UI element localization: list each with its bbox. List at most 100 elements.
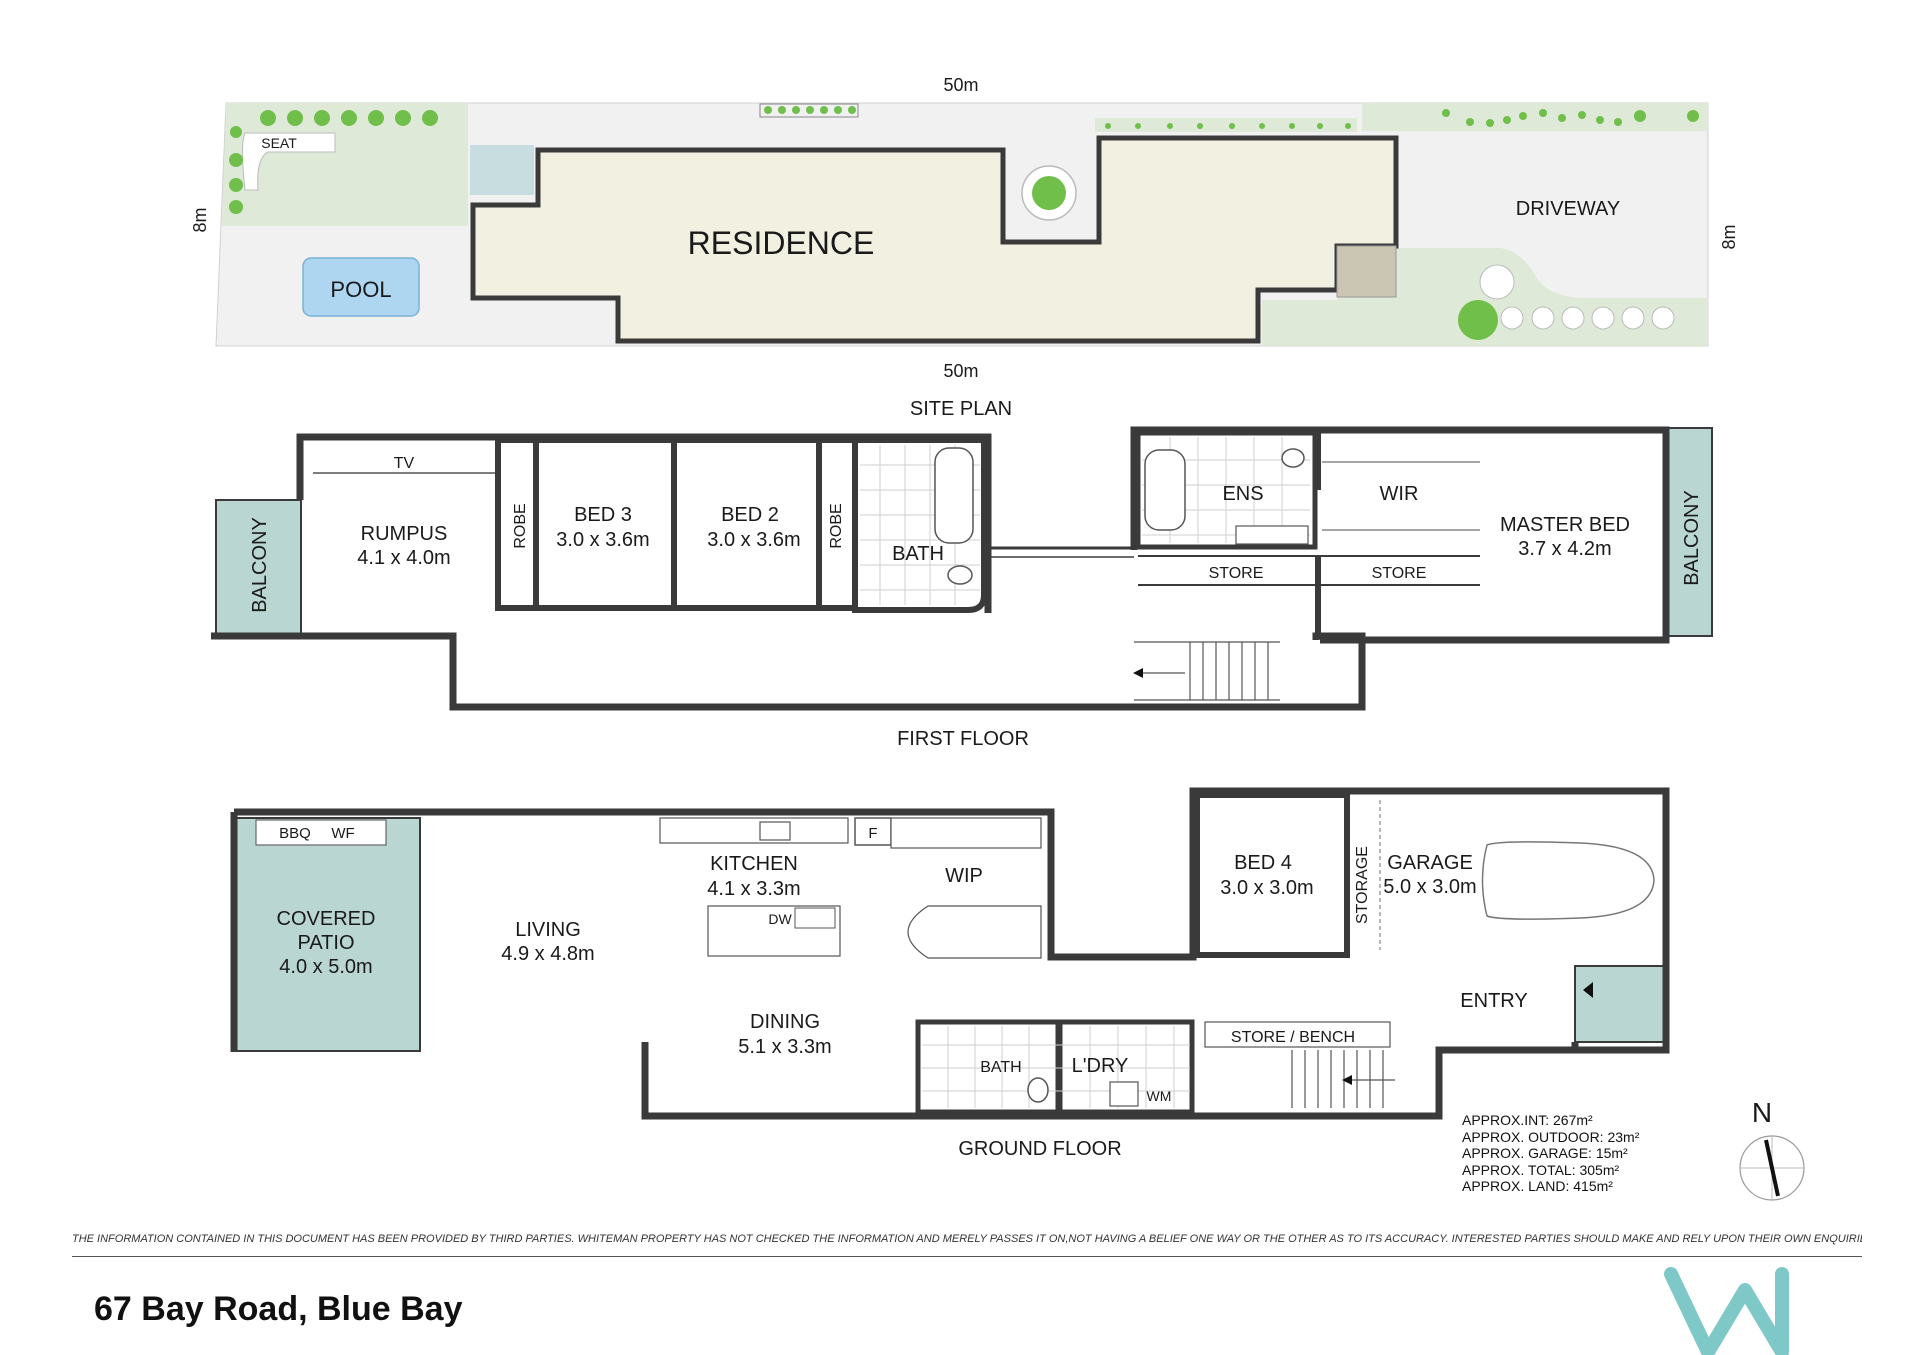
area-summary: APPROX.INT: 267m² APPROX. OUTDOOR: 23m² … <box>1462 1112 1639 1195</box>
gf-patio-dim: 4.0 x 5.0m <box>279 956 372 978</box>
gf-dining-dim: 5.1 x 3.3m <box>738 1036 831 1058</box>
ff-outer-wall-right <box>1130 426 1670 644</box>
ff-ens-vanity <box>1235 525 1309 545</box>
gf-patio-label-1: COVERED <box>277 908 376 930</box>
gf-wm-label: WM <box>1147 1088 1172 1104</box>
gf-patio-label-2: PATIO <box>297 932 354 954</box>
gf-fridge-label: F <box>868 825 877 842</box>
gf-room-bed4 <box>1194 792 1350 958</box>
seat <box>242 132 336 191</box>
pool-label: POOL <box>330 277 391 302</box>
ff-ens-bath <box>1144 449 1186 531</box>
driveway-garden-top <box>1362 103 1708 131</box>
gf-covered-patio <box>233 817 421 1052</box>
gf-room-laundry <box>1057 1019 1195 1115</box>
ff-balcony-left-label: BALCONY <box>249 517 271 613</box>
gf-wet-tiles <box>922 1026 1190 1108</box>
ff-ens-toilet <box>1281 448 1305 468</box>
gf-dining-label: DINING <box>750 1011 820 1033</box>
property-address: 67 Bay Road, Blue Bay <box>94 1290 463 1328</box>
gf-entry-label: ENTRY <box>1460 990 1527 1012</box>
gf-entry-arrow <box>1583 982 1593 998</box>
gf-washing-machine <box>1109 1081 1139 1107</box>
ff-bed3-label: BED 3 <box>574 504 632 526</box>
gf-kitchen-label: KITCHEN <box>710 853 798 875</box>
gf-bath-label: BATH <box>980 1059 1021 1076</box>
ff-rumpus-label: RUMPUS <box>361 523 448 545</box>
ff-tv-label: TV <box>394 455 415 472</box>
first-floor: TV RUMPUS 4.1 x 4.0m ROBE BED 3 3.0 x 3.… <box>211 426 1713 750</box>
ff-stairs <box>1134 641 1280 701</box>
shrub-planter <box>759 103 859 118</box>
ff-bathtub <box>934 447 974 544</box>
gf-island-sink <box>794 907 836 929</box>
area-outdoor: APPROX. OUTDOOR: 23m² <box>1462 1128 1640 1145</box>
ff-toilet <box>947 565 973 585</box>
gf-kitchen-bench <box>659 817 849 844</box>
w-logo <box>1664 1267 1789 1355</box>
gf-outer-wall-bottom <box>641 1042 1575 1120</box>
ff-master-dim: 3.7 x 4.2m <box>1518 538 1611 560</box>
gf-store-bench <box>1204 1021 1391 1048</box>
disclaimer: THE INFORMATION CONTAINED IN THIS DOCUME… <box>72 1233 1862 1245</box>
compass-north-label: N <box>1752 1097 1772 1128</box>
garage-pad <box>1336 245 1397 298</box>
gf-cooktop <box>759 821 791 841</box>
ff-stairs-arrow <box>1133 668 1143 678</box>
gf-outer-wall-top <box>234 787 1670 1054</box>
gf-store-bench-label: STORE / BENCH <box>1231 1029 1355 1046</box>
dim-right: 8m <box>1719 224 1739 249</box>
footer-rule <box>72 1256 1862 1257</box>
ff-room-bath <box>852 437 987 613</box>
gf-entry-porch <box>1574 965 1665 1043</box>
ff-bed2-dim: 3.0 x 3.6m <box>707 529 800 551</box>
gf-title: GROUND FLOOR <box>958 1138 1121 1160</box>
front-tree <box>1458 300 1498 340</box>
gf-kitchen-dim: 4.1 x 3.3m <box>707 878 800 900</box>
ff-master-label: MASTER BED <box>1500 514 1630 536</box>
ff-bath-label: BATH <box>892 543 944 565</box>
dim-left: 8m <box>190 207 210 232</box>
site-plan-title: SITE PLAN <box>910 398 1012 420</box>
area-total: APPROX. TOTAL: 305m² <box>1462 1161 1620 1178</box>
ff-store-2-label: STORE <box>1372 565 1427 582</box>
gf-wip-label: WIP <box>945 865 983 887</box>
dim-bottom: 50m <box>943 361 978 381</box>
gf-stairs-arrow <box>1342 1075 1352 1085</box>
ff-ens-label: ENS <box>1222 483 1263 505</box>
ff-outer-wall-bottom <box>211 632 1366 711</box>
compass: N <box>1739 1097 1805 1201</box>
dim-top: 50m <box>943 75 978 95</box>
ground-floor: BBQ WF COVERED PATIO 4.0 x 5.0m LIVING 4… <box>230 787 1670 1160</box>
gf-storage-label: STORAGE <box>1354 846 1371 924</box>
seat-label: SEAT <box>261 135 297 151</box>
courtyard-tree-canopy <box>1032 176 1066 210</box>
residence-label: RESIDENCE <box>688 225 875 261</box>
ff-robe-1-label: ROBE <box>512 503 529 548</box>
gf-garage-dim: 5.0 x 3.0m <box>1383 876 1476 898</box>
gf-toilet <box>1027 1077 1049 1103</box>
driveway-label: DRIVEWAY <box>1516 198 1620 220</box>
area-int: APPROX.INT: 267m² <box>1462 1112 1593 1128</box>
compass-needle <box>1764 1139 1780 1197</box>
site-plan: SEAT POOL RESIDENCE DRIVEWAY 50m 5 <box>190 75 1739 420</box>
gf-stairs <box>1291 1050 1395 1108</box>
area-garage: APPROX. GARAGE: 15m² <box>1462 1145 1628 1161</box>
gf-wip-bench <box>907 905 1042 959</box>
ff-balcony-right-label: BALCONY <box>1681 490 1703 586</box>
ff-bed3-dim: 3.0 x 3.6m <box>556 529 649 551</box>
gf-wip-wall <box>890 817 1042 849</box>
side-paving-tile <box>470 145 534 195</box>
ff-title: FIRST FLOOR <box>897 728 1029 750</box>
gf-living-dim: 4.9 x 4.8m <box>501 943 594 965</box>
gf-bbq-bench <box>255 819 387 846</box>
ff-wir-label: WIR <box>1380 483 1419 505</box>
hedge-shrubs <box>229 106 1699 214</box>
gf-bed4-label: BED 4 <box>1234 852 1292 874</box>
ff-robe-2-label: ROBE <box>828 503 845 548</box>
gf-car <box>1481 841 1655 920</box>
gf-dw-label: DW <box>768 911 792 927</box>
ff-rumpus-dim: 4.1 x 4.0m <box>357 547 450 569</box>
area-land: APPROX. LAND: 415m² <box>1462 1178 1613 1194</box>
gf-ldry-label: L'DRY <box>1072 1055 1129 1077</box>
